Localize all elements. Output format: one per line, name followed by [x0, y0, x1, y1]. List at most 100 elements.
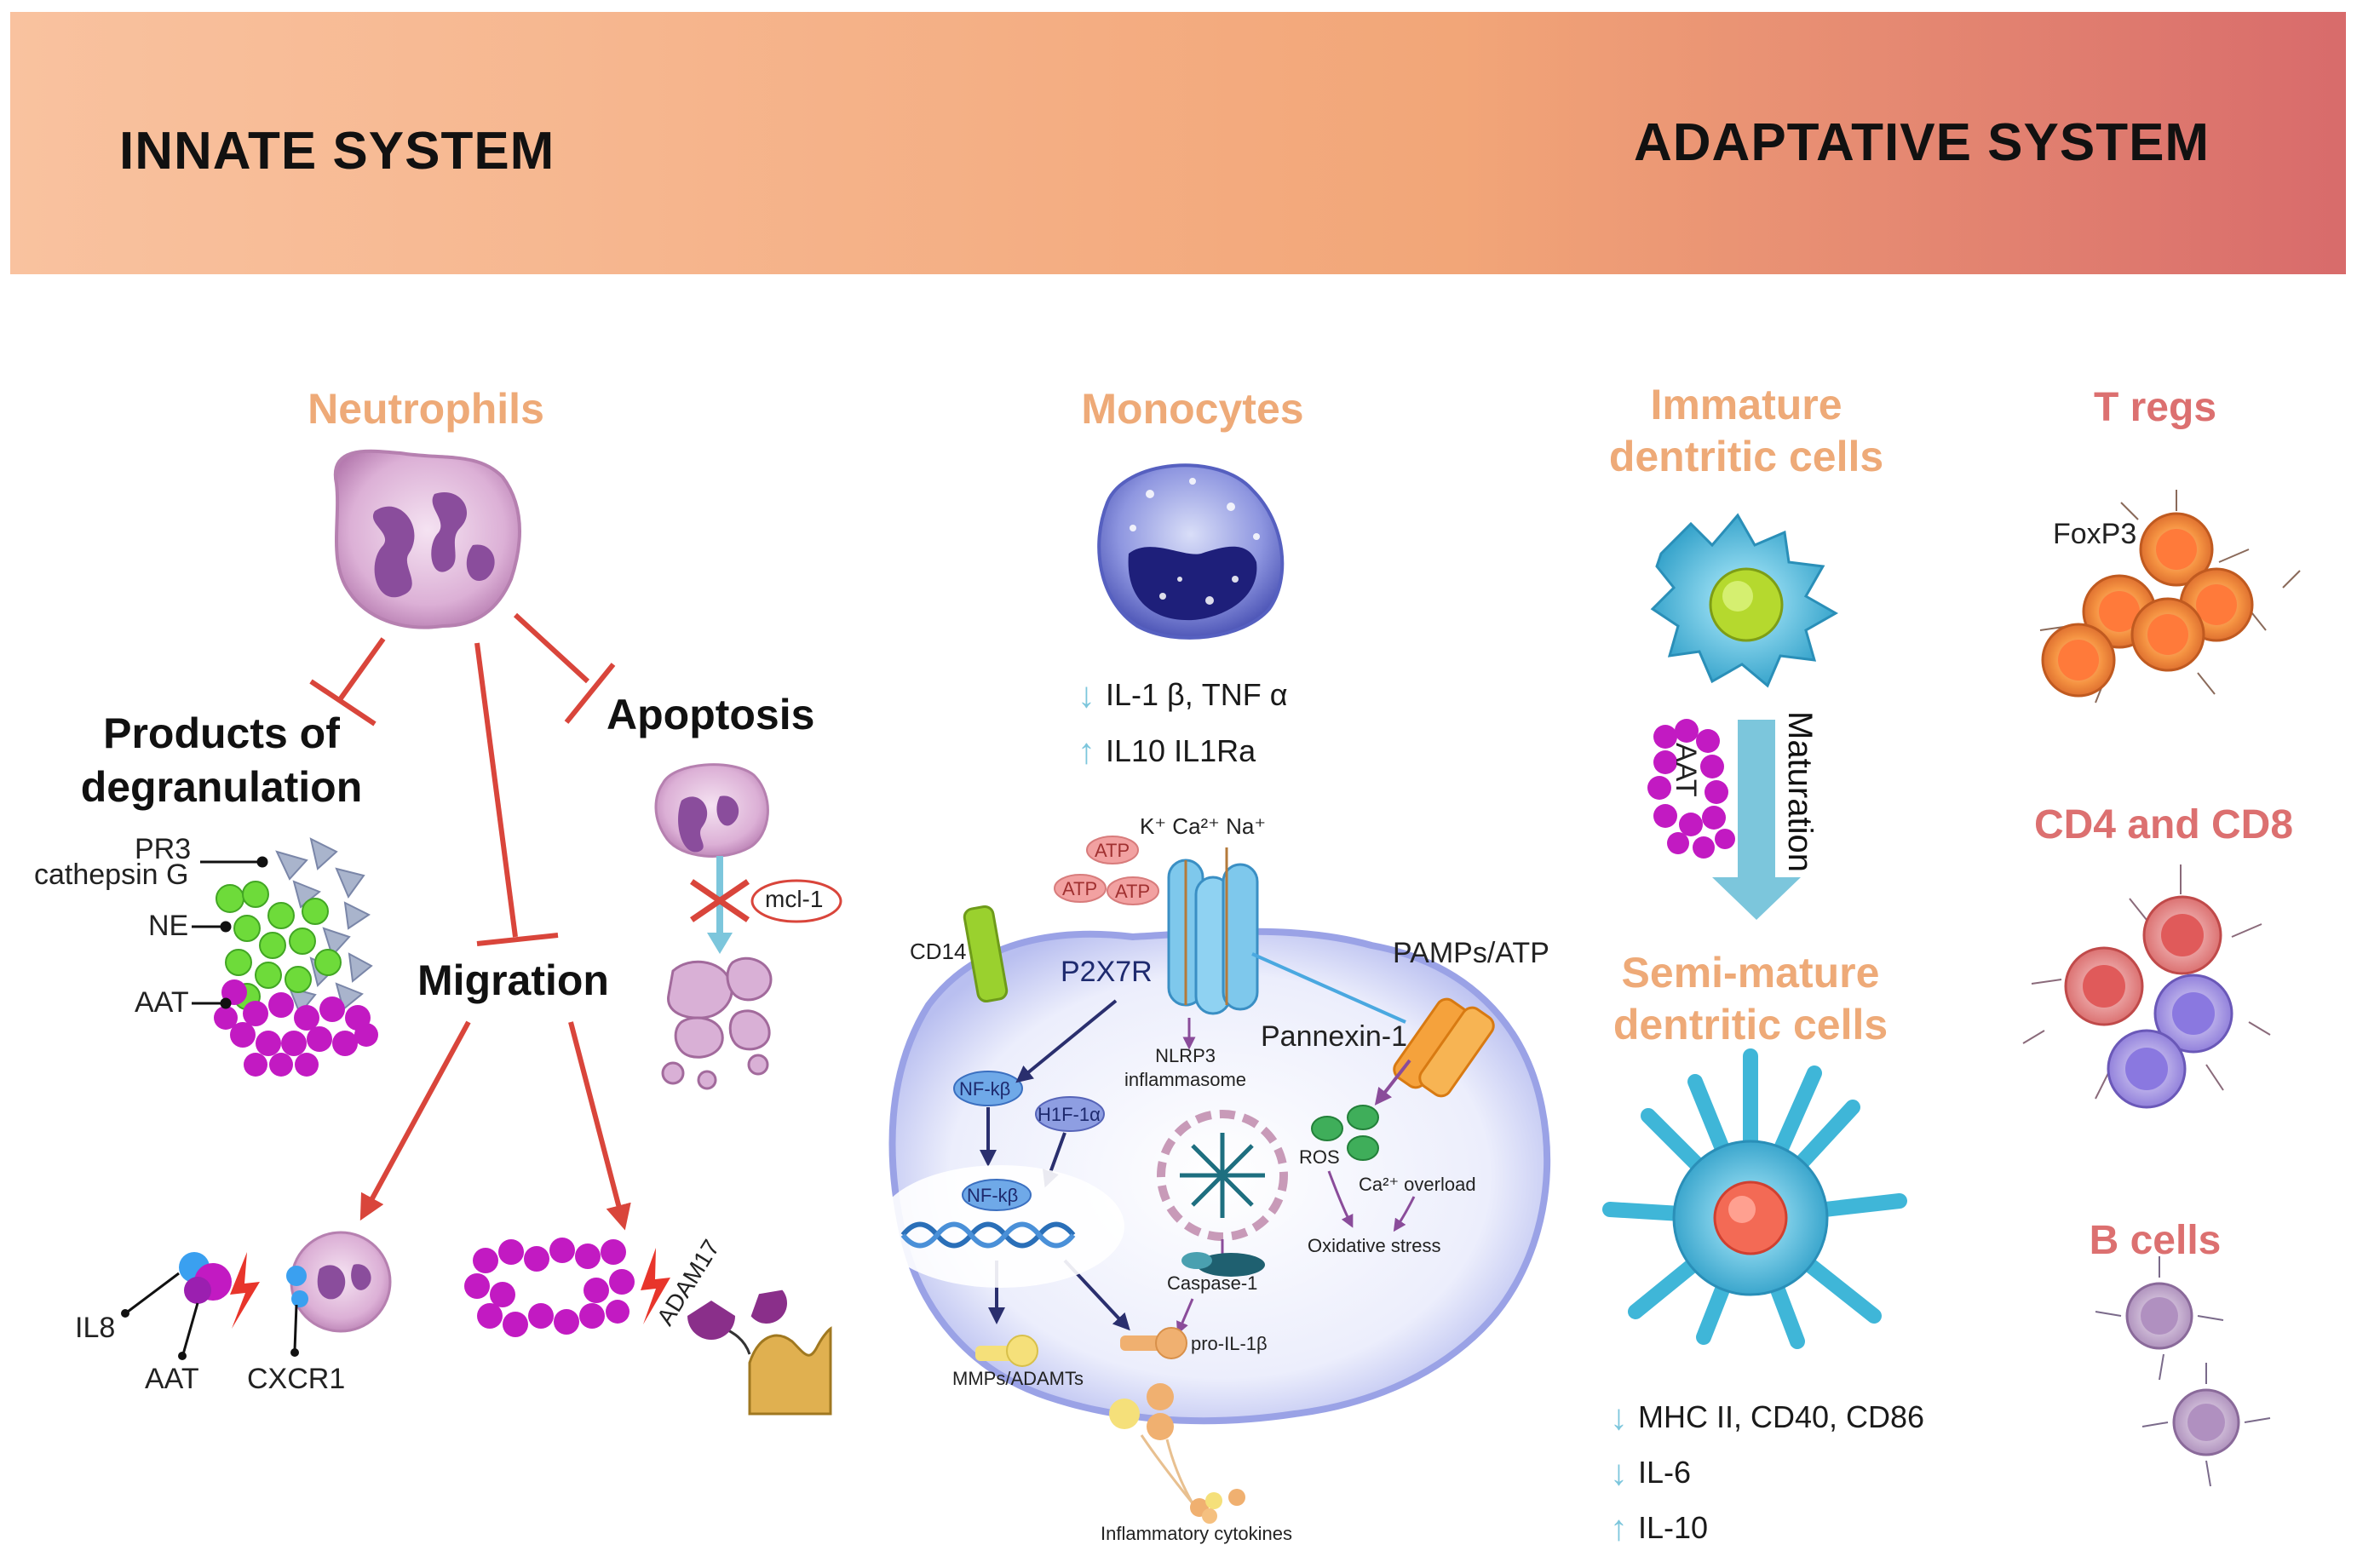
dc-aat-label: AAT	[1670, 743, 1702, 797]
immature-dendritic-cell	[1650, 513, 1839, 688]
inflammatory-cytokine-particles	[1109, 1383, 1245, 1524]
maturation-label: Maturation	[1781, 711, 1819, 872]
semi-mature-dc-title: Semi-mature dentritic cells	[1559, 947, 1942, 1051]
treg-cells	[2039, 490, 2301, 704]
foxp3-label: FoxP3	[2053, 518, 2137, 550]
inhibit-degranulation	[309, 637, 386, 727]
apoptosis-label: Apoptosis	[606, 691, 815, 738]
oxidative-arrows	[1327, 1170, 1416, 1232]
pannexin-label: Pannexin-1	[1261, 1020, 1408, 1053]
blocked-apoptosis-arrow	[690, 856, 842, 954]
mmps-label: MMPs/ADAMTs	[952, 1368, 1084, 1389]
nfkb-label: NF-kβ	[959, 1078, 1011, 1100]
pamps-atp-label: PAMPs/ATP	[1393, 937, 1549, 969]
degranulation-label-line1: Products of	[103, 709, 340, 757]
ros-particles	[1311, 1105, 1379, 1161]
monocyte-cell	[1097, 463, 1285, 640]
monocyte-marker-up-text: IL10 IL1Ra	[1106, 733, 1256, 768]
monocyte-marker-down-text: IL-1 β, TNF α	[1106, 677, 1288, 712]
tregs-title: T regs	[2093, 385, 2217, 430]
il8-label: IL8	[75, 1312, 116, 1344]
cd4-cd8-cells	[2022, 864, 2271, 1109]
degranulation-label: Products of degranulation	[51, 707, 392, 813]
migration-label: Migration	[417, 956, 609, 1004]
atp-label-3: ATP	[1115, 881, 1151, 902]
cathepsin-g-label: cathepsin G	[34, 859, 189, 891]
atp-label-2: ATP	[1062, 878, 1098, 899]
semi-mature-dc-title-line1: Semi-mature	[1621, 949, 1880, 997]
caspase-label: Caspase-1	[1167, 1272, 1258, 1294]
monocyte-marker-up: ↑ IL10 IL1Ra	[1078, 731, 1256, 772]
nlrp3-label-line2: inflammasome	[1124, 1068, 1247, 1090]
up-arrow-icon: ↑	[1610, 1508, 1628, 1548]
nlrp3-label-line1: NLRP3	[1155, 1045, 1216, 1066]
dc-marker-3-text: IL-10	[1638, 1510, 1709, 1545]
neutrophil-cell	[333, 449, 521, 629]
aat-cluster-label: AAT	[520, 1269, 574, 1301]
cxcr1-label: CXCR1	[247, 1363, 346, 1395]
pro-il-1b-molecule	[1120, 1327, 1187, 1359]
inhibit-apoptosis	[513, 612, 616, 724]
b-cells-title: B cells	[2089, 1218, 2222, 1263]
neutrophil-with-cxcr1	[286, 1231, 392, 1357]
ions-label: K⁺ Ca²⁺ Na⁺	[1140, 813, 1267, 839]
apoptosis-cell-healthy	[654, 763, 769, 858]
nucleus-dna	[877, 1165, 1124, 1288]
nfkb-dna-label: NF-kβ	[967, 1185, 1019, 1206]
pannexin-channel	[1251, 952, 1495, 1106]
nlrp3-inflammasome	[1157, 1018, 1288, 1335]
nfkb-node	[953, 1071, 1023, 1106]
neutrophils-title: Neutrophils	[308, 385, 544, 433]
mmps-adamts-molecule	[975, 1335, 1038, 1367]
b-cells	[2095, 1256, 2271, 1487]
cd14-receptor	[963, 905, 1009, 1003]
innate-system-title: INNATE SYSTEM	[119, 122, 555, 181]
maturation-arrow	[1712, 720, 1801, 920]
hif-label: H1F-1α	[1038, 1104, 1101, 1125]
inhibit-migration	[474, 642, 559, 946]
apoptosis-cell-fragmented	[661, 956, 773, 1090]
pr3-label: PR3	[135, 833, 192, 865]
atp-label-1: ATP	[1095, 840, 1130, 861]
ros-label: ROS	[1299, 1146, 1340, 1168]
ca-overload-label: Ca²⁺ overload	[1359, 1174, 1476, 1195]
dc-marker-1-text: MHC II, CD40, CD86	[1638, 1399, 1925, 1434]
atp-bubbles	[1054, 836, 1159, 905]
immature-dc-title-line1: Immature	[1650, 381, 1842, 428]
lightning-bolt-right-icon	[641, 1248, 670, 1324]
p2x7r-channel	[1167, 847, 1259, 1015]
dc-marker-1: ↓ MHC II, CD40, CD86	[1610, 1397, 1924, 1438]
p2x7r-label: P2X7R	[1061, 956, 1153, 988]
degranulation-granules	[192, 837, 378, 1077]
adam17-membrane	[687, 1289, 832, 1416]
adaptative-system-title: ADAPTATIVE SYSTEM	[1634, 113, 2210, 172]
lightning-bolt-left-icon	[230, 1252, 260, 1329]
oxidative-stress-label: Oxidative stress	[1308, 1235, 1441, 1256]
ne-label: NE	[148, 910, 189, 942]
cd14-label: CD14	[910, 939, 967, 964]
dc-aat-cluster	[1647, 719, 1735, 859]
monocytes-title: Monocytes	[1081, 385, 1304, 433]
semi-mature-dendritic-cell	[1602, 1048, 1907, 1349]
pro-il-label: pro-IL-1β	[1191, 1333, 1268, 1354]
dc-marker-3: ↑ IL-10	[1610, 1508, 1708, 1548]
immature-dc-title: Immature dentritic cells	[1559, 379, 1934, 483]
dc-marker-2: ↓ IL-6	[1610, 1452, 1691, 1493]
immature-dc-title-line2: dentritic cells	[1608, 433, 1884, 480]
il8-aat-complex	[121, 1252, 232, 1360]
cytokines-label: Inflammatory cytokines	[1101, 1523, 1292, 1544]
nlrp3-label: NLRP3 inflammasome	[1124, 1044, 1246, 1091]
down-arrow-icon: ↓	[1610, 1452, 1628, 1492]
down-arrow-icon: ↓	[1610, 1397, 1628, 1437]
up-arrow-icon: ↑	[1078, 731, 1095, 771]
hif-node	[1035, 1096, 1105, 1132]
monocyte-marker-down: ↓ IL-1 β, TNF α	[1078, 675, 1288, 715]
banner-background	[10, 12, 2346, 274]
dc-marker-2-text: IL-6	[1638, 1455, 1692, 1490]
mcl1-label: mcl-1	[765, 886, 824, 912]
aat-cluster-bottom	[464, 1238, 635, 1337]
semi-mature-dc-title-line2: dentritic cells	[1613, 1001, 1888, 1048]
migration-arrows	[359, 1020, 631, 1231]
